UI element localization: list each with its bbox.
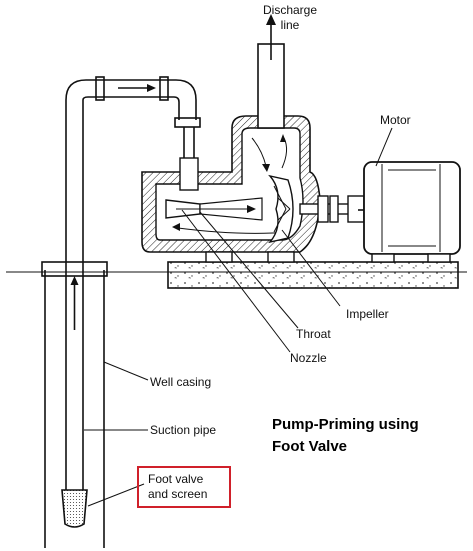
label-foot-valve-1: Foot valve [148,472,204,486]
shaft-coupling [299,195,365,223]
suction-pipe-elbows [65,76,201,168]
label-well-casing: Well casing [150,375,211,389]
label-foot-valve-2: and screen [148,487,207,501]
leader-lines [84,127,393,507]
label-suction-pipe: Suction pipe [150,423,216,437]
suction-pipe [65,100,84,490]
label-impeller: Impeller [346,307,389,321]
nozzle-throat-jet [165,134,291,234]
label-nozzle: Nozzle [290,351,327,365]
label-motor: Motor [380,113,411,127]
impeller [268,174,294,244]
label-throat: Throat [296,327,331,341]
pump-casing [141,14,321,263]
label-discharge-line-1: Discharge [263,3,317,17]
foot-valve-screen [61,489,88,528]
concrete-base [167,261,459,289]
foot-valve-highlight-box [137,466,231,508]
title-line-2: Foot Valve [272,438,347,455]
label-discharge-line-2: line [281,18,300,32]
motor [358,161,461,263]
title-line-1: Pump-Priming using [272,416,419,433]
